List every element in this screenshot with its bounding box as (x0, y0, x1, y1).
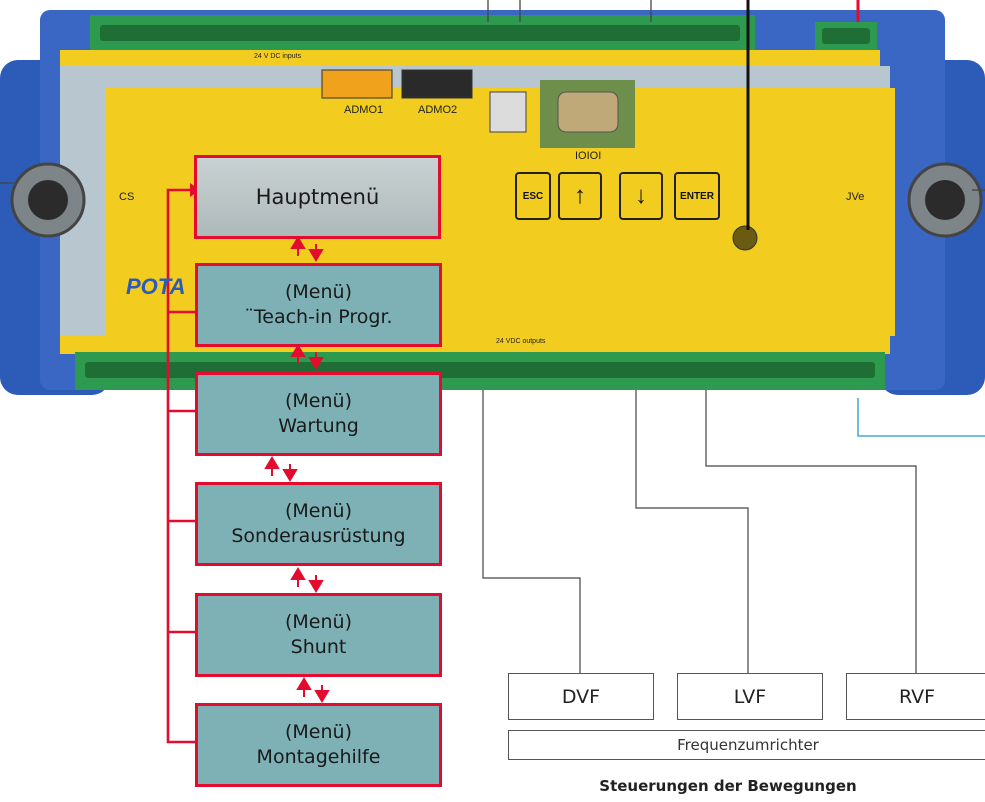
menu-label-line2: Montagehilfe (257, 745, 381, 770)
main-menu-label: Hauptmenü (256, 185, 380, 209)
label-admo2: ADMO2 (418, 104, 457, 116)
bottom-yellow-rail (60, 336, 890, 354)
admo2-switch (402, 70, 472, 98)
menu-label-line1: (Menü) (285, 610, 352, 635)
drive-rvf: RVF (846, 673, 985, 720)
enter-key[interactable]: ENTER (674, 172, 720, 220)
down-key[interactable]: ↓ (619, 172, 663, 220)
admo1-switch (322, 70, 392, 98)
label-top-inputs: 24 V DC inputs (254, 53, 301, 60)
mounting-hole (733, 226, 757, 250)
menu-label-line1: (Menü) (285, 720, 352, 745)
blue-leader (858, 398, 985, 436)
menu-montagehilfe: (Menü)Montagehilfe (195, 703, 442, 787)
menu-label-line2: Wartung (278, 414, 359, 439)
esc-key[interactable]: ESC (515, 172, 551, 220)
brand-logo: POTA (126, 274, 185, 300)
drive-lvf: LVF (677, 673, 823, 720)
menu-sonderausruestung: (Menü)Sonderausrüstung (195, 482, 442, 566)
label-admo1: ADMO1 (344, 104, 383, 116)
drive-leader-lines (483, 390, 916, 673)
frequency-converter-group: Frequenzumrichter (508, 730, 985, 760)
up-key[interactable]: ↑ (558, 172, 602, 220)
main-menu-display: Hauptmenü (194, 155, 441, 239)
menu-label-line2: Shunt (291, 635, 347, 660)
menu-label-line2: Sonderausrüstung (231, 524, 405, 549)
drive-dvf: DVF (508, 673, 654, 720)
menu-label-line1: (Menü) (285, 499, 352, 524)
usb-port (490, 92, 526, 132)
label-cs: CS (119, 191, 134, 203)
label-serial: IOIOI (575, 150, 601, 162)
label-jve: JVe (846, 191, 864, 203)
menu-wartung: (Menü)Wartung (195, 372, 442, 456)
drives-caption: Steuerungen der Bewegungen (508, 777, 948, 795)
menu-label-line2: ¨Teach-in Progr. (244, 305, 392, 330)
label-bottom-outputs: 24 VDC outputs (496, 338, 545, 345)
serial-port (558, 92, 618, 132)
menu-shunt: (Menü)Shunt (195, 593, 442, 677)
top-yellow-rail (60, 50, 880, 68)
menu-label-line1: (Menü) (285, 280, 352, 305)
menu-teach-in: (Menü)¨Teach-in Progr. (195, 263, 442, 347)
menu-label-line1: (Menü) (285, 389, 352, 414)
